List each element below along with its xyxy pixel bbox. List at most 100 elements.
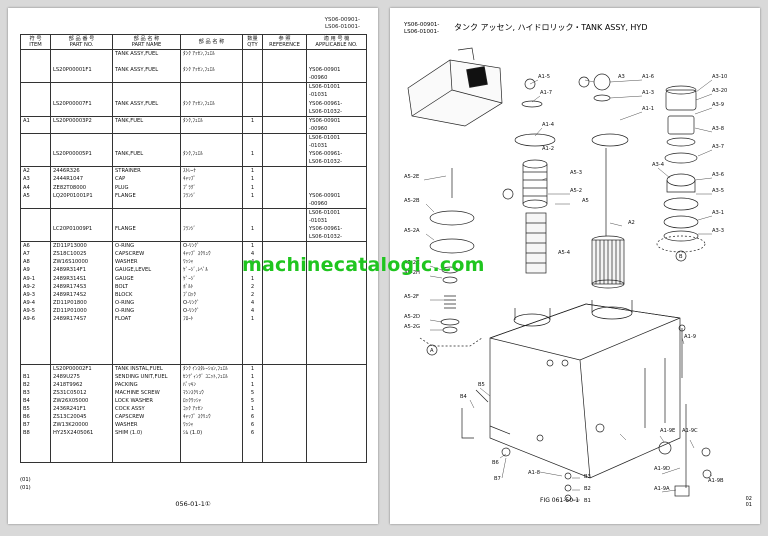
part-number-cell: 2446R326 — [50, 166, 113, 176]
part-name-jp-cell: ｽﾄﾚｰﾅ — [180, 166, 243, 176]
callout-label: B3 — [584, 474, 591, 480]
item-number-cell — [20, 224, 51, 234]
reference-cell — [262, 331, 307, 340]
part-name-cell: GAUGE — [112, 274, 181, 283]
applicable-serial-cell — [306, 323, 367, 332]
item-number-cell — [20, 107, 51, 117]
item-number-cell — [20, 49, 51, 59]
part-number-cell — [50, 233, 113, 242]
applicable-serial-cell — [306, 298, 367, 307]
quantity-cell — [242, 82, 263, 92]
diagram-title: タンク アッセン, ハイドロリック・TANK ASSY, HYD — [454, 23, 648, 32]
exploded-view-diagram: A1-5A1-7A1-4A1-2A1-6A1-3A1-1A3A3-10A3-20… — [404, 47, 727, 504]
part-name-cell: FLOAT — [112, 315, 181, 324]
part-number-cell — [50, 355, 113, 365]
quantity-cell: 1 — [242, 405, 263, 414]
part-name-cell — [112, 58, 181, 67]
part-number-cell — [50, 323, 113, 332]
reference-cell — [262, 445, 307, 454]
item-number-cell — [20, 207, 51, 217]
quantity-cell — [242, 132, 263, 143]
quantity-cell — [242, 107, 263, 117]
reference-cell — [262, 396, 307, 406]
part-name-jp-cell: ﾏｼﾝｽｸﾘｭｳ — [180, 388, 243, 397]
quantity-cell — [242, 58, 263, 67]
part-name-jp-cell: ｷｬｯﾌﾟ ｽｸﾘｭｳ — [180, 250, 243, 259]
quantity-cell — [242, 207, 263, 217]
item-number-cell — [20, 347, 51, 356]
callout-label: A5 — [582, 198, 589, 204]
item-number-cell — [20, 453, 51, 463]
callout-label: A1-9A — [654, 486, 670, 492]
item-number-cell — [20, 82, 51, 92]
part-name-cell: CAPSCREW — [112, 413, 181, 422]
part-name-jp-cell — [180, 453, 243, 463]
part-name-cell: TANK INSTAL,FUEL — [112, 363, 181, 373]
reference-cell — [262, 158, 307, 167]
part-number-cell: ZD11P01000 — [50, 306, 113, 315]
reference-cell — [262, 132, 307, 143]
corner-note-line: 02 — [745, 496, 752, 502]
part-number-cell — [50, 132, 113, 143]
table-row — [20, 355, 367, 365]
callout-label: A3 — [618, 74, 625, 80]
reference-cell — [262, 380, 307, 389]
quantity-cell: 5 — [242, 396, 263, 406]
reference-cell — [262, 82, 307, 92]
item-number-cell: B5 — [20, 405, 51, 414]
callout-label: A1-2 — [542, 146, 554, 152]
quantity-cell — [242, 199, 263, 209]
reference-cell — [262, 224, 307, 234]
quantity-cell: 1 — [242, 380, 263, 389]
item-number-cell — [20, 132, 51, 143]
callout-label: A1-3 — [642, 90, 654, 96]
quantity-cell — [242, 99, 263, 108]
item-number-cell: B7 — [20, 421, 51, 430]
part-number-cell: ZS13C20045 — [50, 413, 113, 422]
part-number-cell: ZW13K20000 — [50, 421, 113, 430]
reference-cell — [262, 183, 307, 192]
quantity-cell: 1 — [242, 241, 263, 251]
part-name-jp-cell — [180, 82, 243, 92]
applicable-serial-cell: YS06-00961- — [306, 99, 367, 108]
quantity-cell — [242, 445, 263, 454]
applicable-serial-cell — [306, 413, 367, 422]
part-name-cell — [112, 339, 181, 348]
part-name-jp-cell — [180, 207, 243, 217]
applicable-serial-cell — [306, 396, 367, 406]
item-number-cell — [20, 323, 51, 332]
applicable-serial-cell — [306, 437, 367, 446]
callout-label: B7 — [494, 476, 501, 482]
part-number-cell: 2489R314F1 — [50, 266, 113, 275]
table-row: LS06-01032- — [20, 107, 367, 117]
reference-cell — [262, 150, 307, 159]
part-number-cell — [50, 74, 113, 83]
reference-cell — [262, 216, 307, 225]
column-header-part-name-jp: 部 品 名 称 — [180, 34, 243, 50]
applicable-serial-cell: LS06-01001 — [306, 207, 367, 217]
item-number-cell — [20, 74, 51, 83]
quantity-cell: 1 — [242, 315, 263, 324]
item-number-cell — [20, 331, 51, 340]
applicable-serial-cell: YS06-00901 — [306, 115, 367, 125]
reference-cell — [262, 290, 307, 299]
part-name-cell: WASHER — [112, 421, 181, 430]
quantity-cell: 6 — [242, 421, 263, 430]
part-number-cell — [50, 58, 113, 67]
item-number-cell: A8 — [20, 258, 51, 267]
reference-cell — [262, 405, 307, 414]
applicable-serial-cell: -00960 — [306, 199, 367, 209]
quantity-cell: 1 — [242, 166, 263, 176]
callout-label: A3-3 — [712, 228, 724, 234]
applicable-serial-cell — [306, 183, 367, 192]
part-name-jp-cell: ｺｯｸ ｱｯｾﾝ — [180, 405, 243, 414]
part-name-cell — [112, 91, 181, 100]
callout-label: A1-9B — [708, 478, 724, 484]
